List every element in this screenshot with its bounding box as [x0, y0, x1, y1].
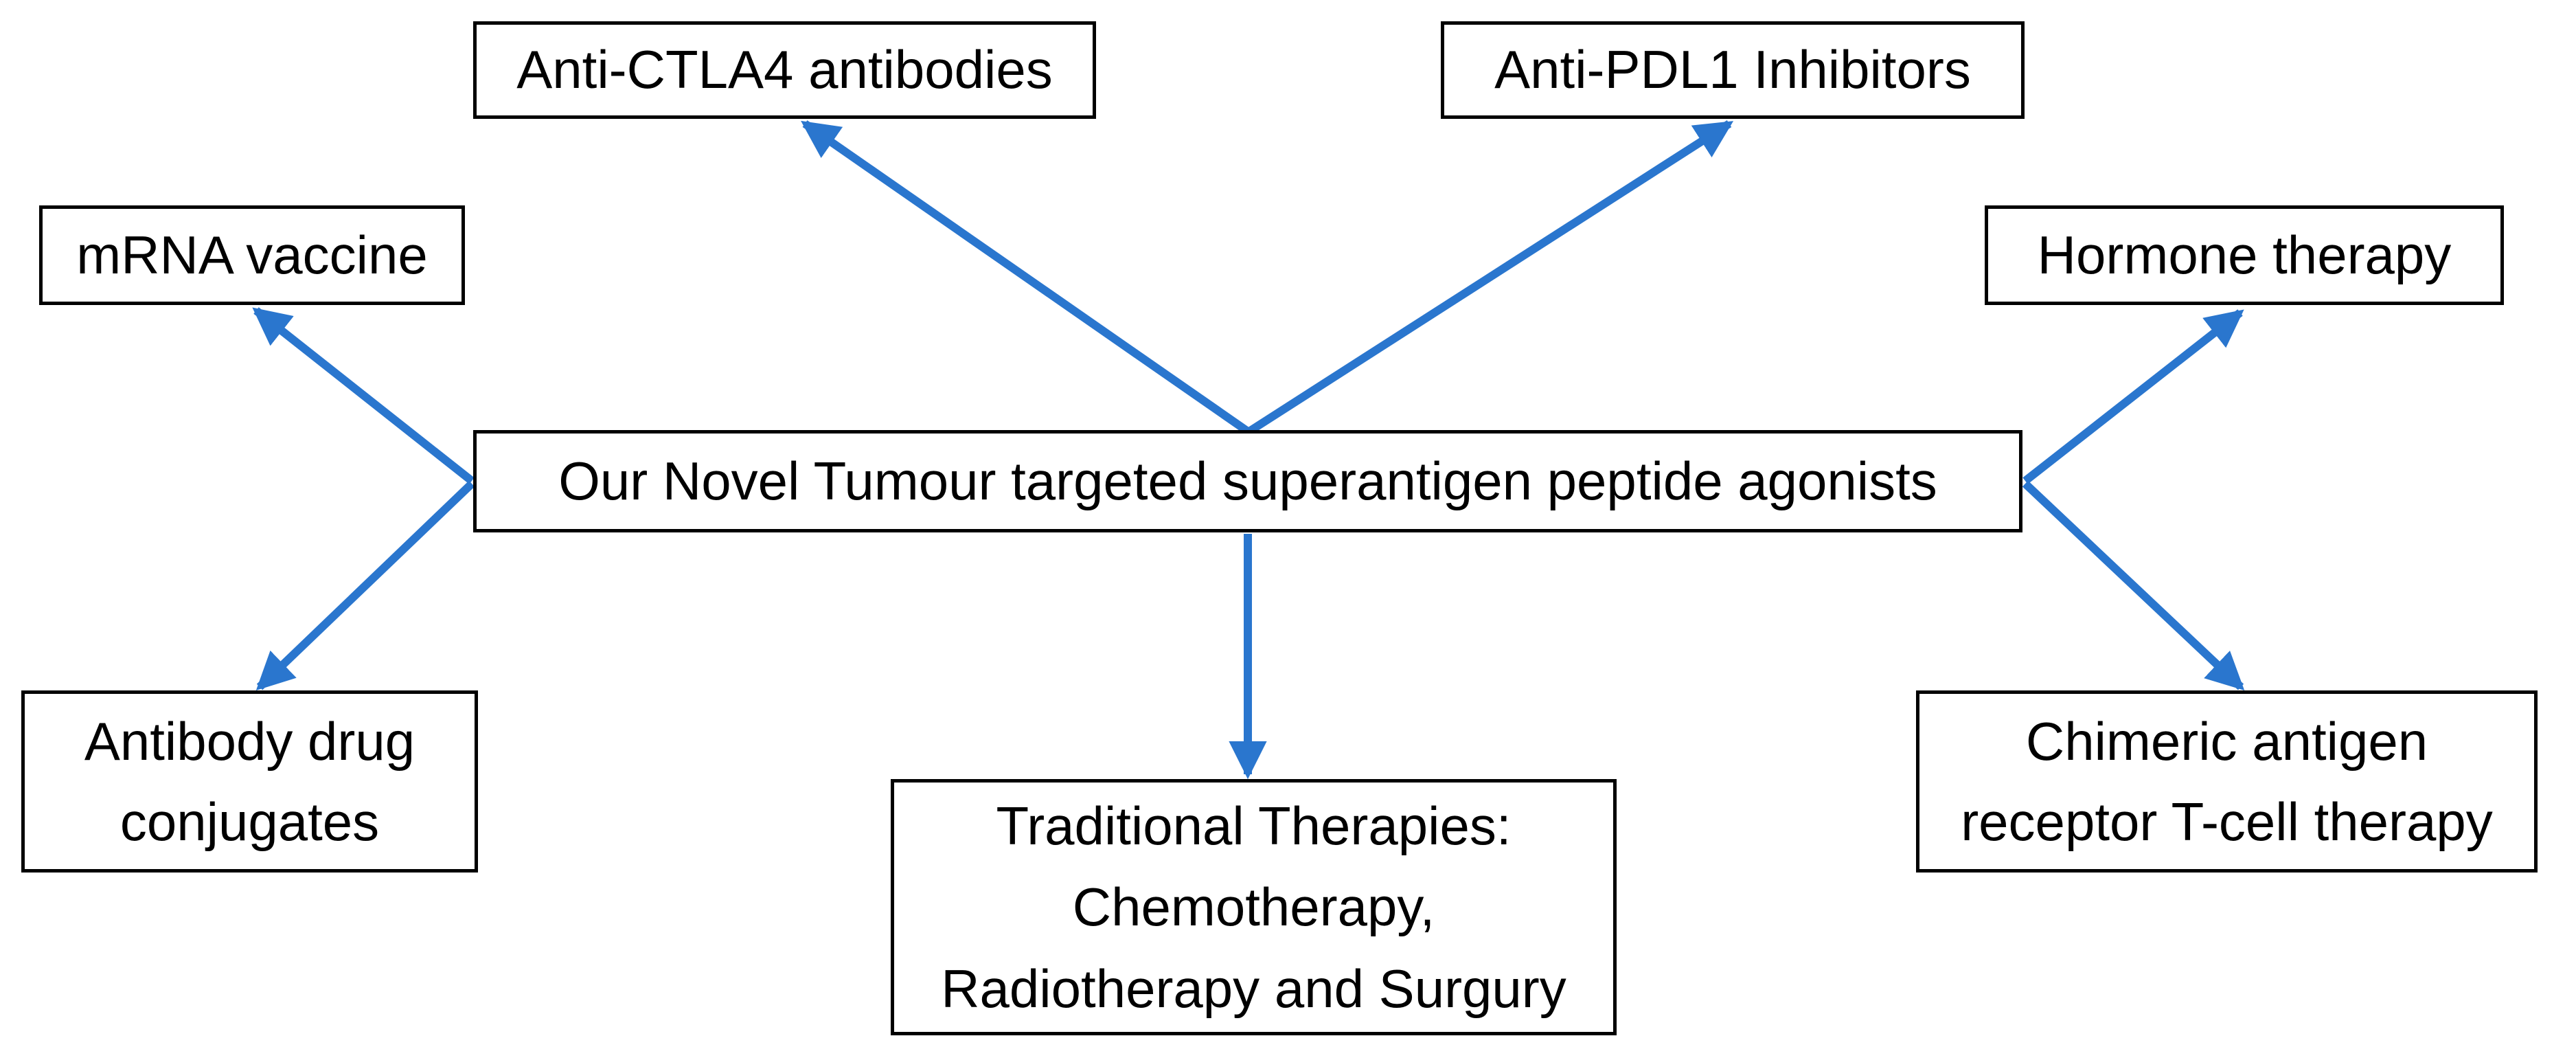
arrow-center-to-cart [2022, 480, 2245, 690]
node-car-t-cell-therapy: Chimeric antigen receptor T-cell therapy [1916, 690, 2538, 872]
node-adc-label-line2: conjugates [119, 791, 380, 852]
node-cart-label-line1: Chimeric antigen [2025, 710, 2428, 772]
arrow-center-to-hormone [2022, 309, 2244, 484]
node-traditional-label-line3: Radiotherapy and Surgury [941, 958, 1566, 1019]
node-traditional-label-line2: Chemotherapy, [1072, 877, 1435, 938]
node-antibody-drug-conjugates: Antibody drug conjugates [21, 690, 478, 872]
node-hormone-therapy: Hormone therapy [1985, 205, 2504, 305]
node-anti-pdl1-inhibitors: Anti-PDL1 Inhibitors [1441, 21, 2025, 119]
node-mrna-vaccine-label: mRNA vaccine [76, 224, 428, 285]
node-cart-label-line2: receptor T-cell therapy [1961, 791, 2493, 852]
node-anti-ctla4-antibodies: Anti-CTLA4 antibodies [473, 21, 1096, 119]
arrow-center-to-anti-pdl1 [1246, 120, 1734, 436]
node-traditional-therapies: Traditional Therapies: Chemotherapy, Rad… [891, 779, 1617, 1035]
node-central-label: Our Novel Tumour targeted superantigen p… [558, 450, 1937, 511]
node-anti-pdl1-label: Anti-PDL1 Inhibitors [1494, 39, 1971, 100]
arrow-center-to-adc [255, 480, 475, 690]
node-mrna-vaccine: mRNA vaccine [39, 205, 465, 305]
node-central-superantigen-agonists: Our Novel Tumour targeted superantigen p… [473, 430, 2022, 532]
node-hormone-therapy-label: Hormone therapy [2037, 224, 2452, 285]
node-traditional-label-line1: Traditional Therapies: [996, 795, 1512, 856]
node-adc-label-line1: Antibody drug [84, 710, 415, 772]
node-anti-ctla4-label: Anti-CTLA4 antibodies [516, 39, 1053, 100]
arrow-center-to-mrna [252, 307, 475, 484]
arrow-center-to-anti-ctla4 [801, 120, 1251, 435]
